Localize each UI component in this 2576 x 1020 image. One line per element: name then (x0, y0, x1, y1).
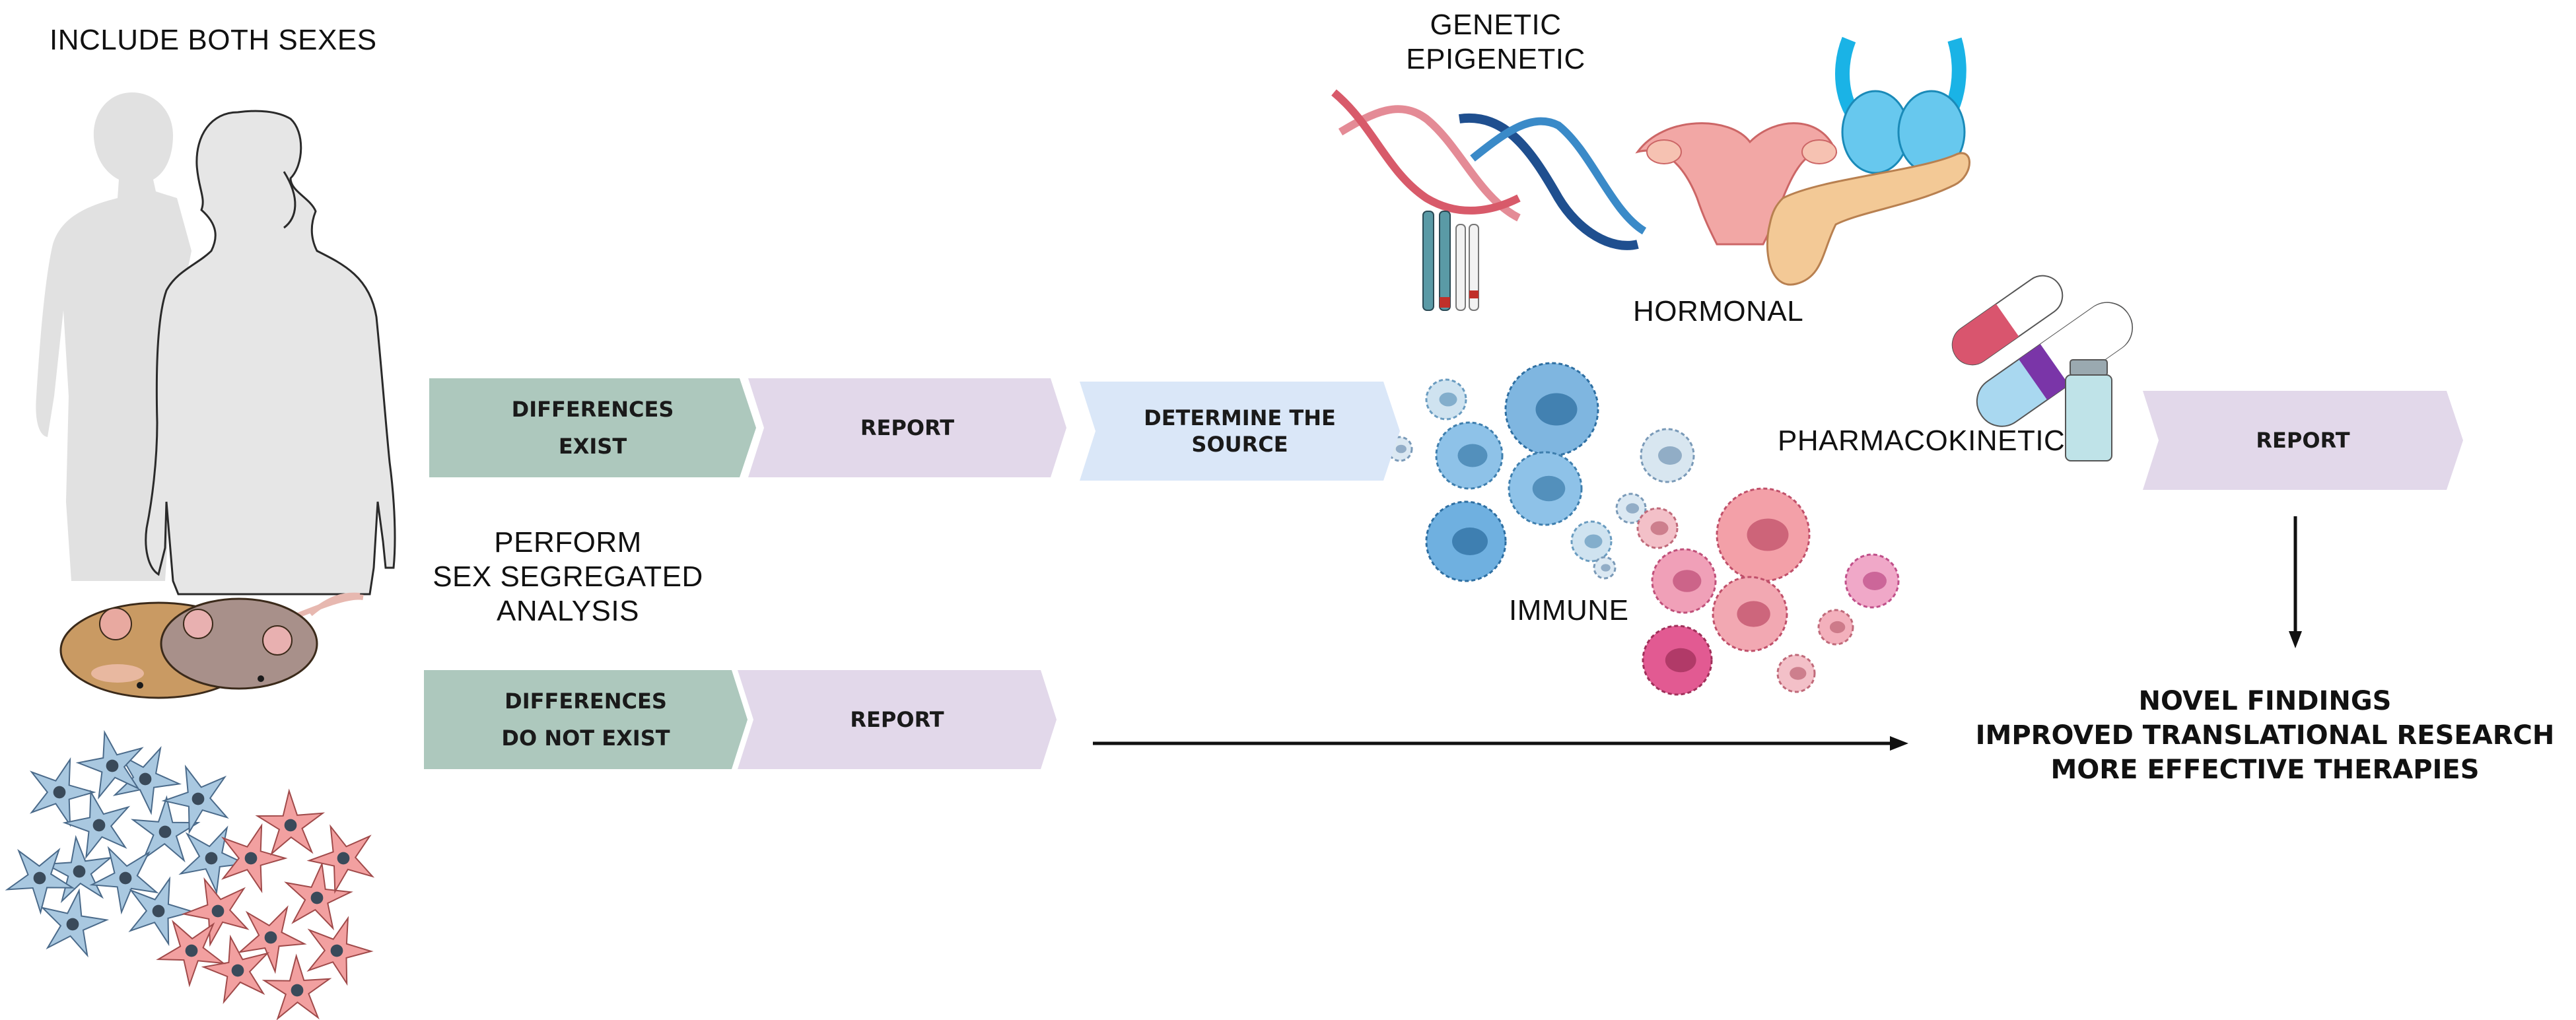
conclusion-line-2: IMPROVED TRANSLATIONAL RESEARCH (1975, 720, 2555, 751)
pink-cells-icon (156, 788, 375, 1020)
differences-not-exist-line-1: DIFFERENCES (505, 689, 667, 714)
determine-line-2: SOURCE (1191, 432, 1288, 457)
male-silhouette-icon (36, 92, 192, 581)
dna-icon (1331, 89, 1647, 250)
vial-icon (2065, 359, 2112, 461)
perform-line-2: SEX SEGREGATED (433, 561, 703, 593)
differences-not-exist-line-2: DO NOT EXIST (501, 726, 670, 751)
uterus-icon (1635, 122, 1838, 246)
chromosome-icon (1422, 211, 1479, 311)
report-top-label: REPORT (860, 415, 955, 440)
differences-exist-line-1: DIFFERENCES (511, 397, 674, 422)
include-both-sexes-label: INCLUDE BOTH SEXES (50, 24, 377, 56)
female-silhouette-icon (145, 110, 396, 595)
perform-line-1: PERFORM (494, 526, 642, 559)
capsule-icon (1951, 275, 2133, 427)
hormonal-label: HORMONAL (1633, 295, 1804, 327)
chevron-differences-exist: DIFFERENCES EXIST (429, 378, 756, 477)
arrow-down (2289, 516, 2302, 648)
epigenetic-label: EPIGENETIC (1406, 43, 1585, 75)
mouse-gray-icon (160, 592, 361, 690)
chevron-report-final: REPORT (2143, 391, 2463, 490)
genetic-label: GENETIC (1430, 9, 1562, 41)
chevron-determine-source: DETERMINE THE SOURCE (1080, 382, 1400, 481)
immune-cells-icon (1387, 362, 1900, 696)
report-bottom-label: REPORT (850, 707, 944, 732)
chevron-differences-not-exist: DIFFERENCES DO NOT EXIST (424, 670, 748, 769)
conclusion-line-1: NOVEL FINDINGS (2138, 686, 2392, 716)
arrow-horizontal (1093, 736, 1908, 751)
pharmacokinetic-label: PHARMACOKINETIC (1778, 425, 2066, 457)
differences-exist-line-2: EXIST (558, 434, 627, 459)
genetic-epigenetic-label: GENETIC EPIGENETIC (1377, 8, 1615, 77)
pancreas-icon (1766, 152, 1970, 286)
determine-line-1: DETERMINE THE (1144, 405, 1336, 430)
chevron-report-top: REPORT (748, 378, 1066, 477)
blue-cells-icon (5, 730, 248, 958)
testis-icon (1835, 36, 1967, 174)
report-final-label: REPORT (2256, 428, 2350, 453)
perform-line-3: ANALYSIS (497, 595, 639, 627)
immune-label: IMMUNE (1509, 594, 1629, 627)
chevron-report-bottom: REPORT (738, 670, 1057, 769)
perform-analysis-label: PERFORM SEX SEGREGATED ANALYSIS (409, 526, 726, 629)
conclusion-line-3: MORE EFFECTIVE THERAPIES (2050, 755, 2480, 785)
conclusion-block: NOVEL FINDINGS IMPROVED TRANSLATIONAL RE… (1955, 684, 2575, 787)
